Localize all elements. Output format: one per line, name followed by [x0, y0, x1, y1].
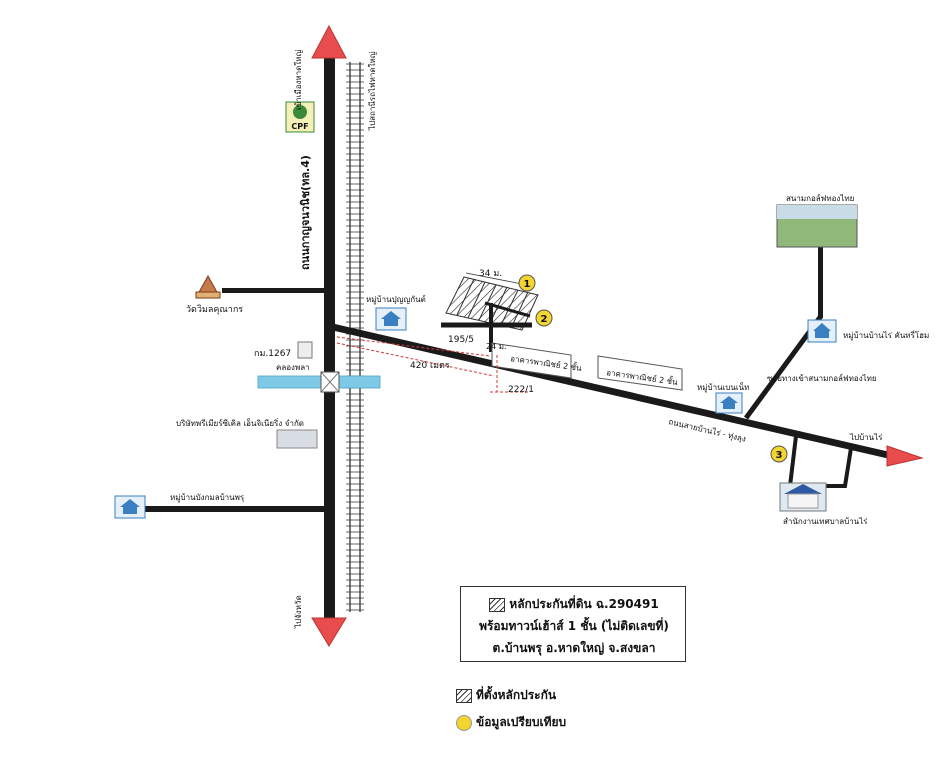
km-marker-label: กม.1267	[254, 349, 291, 359]
golf-course-label: สนามกอล์ฟทองไทย	[786, 193, 854, 203]
temple-road	[222, 288, 324, 293]
railway-north-label: ไปสถานีรถไฟหาดใหญ่	[368, 51, 377, 131]
village-icon-ban-rai-khanthong	[807, 319, 837, 343]
village-icon-punyakan	[375, 307, 407, 331]
marker-3-label: 3	[776, 450, 783, 461]
collateral-plot	[441, 276, 539, 352]
width-24-label: 24 ม.	[486, 342, 507, 351]
cpf-logo: CPF	[285, 101, 315, 133]
legend-line-2: พร้อมทาวน์เฮ้าส์ 1 ชั้น (ไม่ติดเลขที่)	[479, 619, 669, 633]
legend-line-3: ต.บ้านพรุ อ.หาดใหญ่ จ.สงขลา	[492, 641, 656, 655]
municipality-photo	[779, 482, 827, 512]
golf-course-photo	[776, 204, 858, 248]
comparison-marker-1	[518, 274, 536, 292]
canal-label: คลองพลา	[276, 363, 310, 372]
marker-1-label: 1	[524, 279, 531, 290]
width-34-label: 34 ม.	[479, 269, 502, 279]
to-north-label: เข้าเมืองหาดใหญ่	[294, 49, 303, 110]
village-ban-rai-khanthong-label: หมู่บ้านบ้านไร่ คันทรี่โฮม	[843, 329, 929, 341]
cpf-label: CPF	[291, 122, 308, 131]
legend-key-comparison: ข้อมูลเปรียบเทียบ	[456, 713, 566, 732]
width-34-dimension	[465, 272, 523, 285]
hatch-swatch-icon	[456, 688, 472, 703]
village-icon-bang-mak	[114, 495, 146, 519]
house-no-222-label: 222/1	[508, 385, 534, 395]
municipality-label: สำนักงานเทศบาลบ้านไร่	[783, 517, 868, 526]
to-south-label: ไปจังหวัด	[294, 595, 303, 629]
commercial-building-1	[491, 342, 572, 379]
km-marker-icon	[297, 341, 313, 359]
marker-2-label: 2	[541, 314, 548, 325]
company-photo	[276, 429, 318, 449]
temple-label: วัดวิมลคุณากร	[186, 304, 243, 315]
golf-course-road	[818, 246, 823, 318]
distance-420-dimension	[336, 342, 495, 377]
south-arrow-icon	[311, 617, 347, 647]
distance-420-label: 420 เมตร	[410, 361, 450, 371]
commercial-building-2	[597, 355, 683, 391]
ban-rai-arrow-icon	[886, 445, 924, 467]
hatch-swatch-icon	[489, 597, 506, 612]
bang-mak-road	[145, 506, 325, 512]
village-icon-bennet	[715, 392, 743, 414]
golf-road-label: ซอยทางเข้าสนามกอล์ฟทองไทย	[767, 373, 877, 383]
company-label: บริษัทพรีเมียร์ซีเคิล เอ็นจิเนียริ่ง จำก…	[176, 417, 304, 428]
to-ban-rai-label: ไปบ้านไร่	[849, 433, 883, 442]
village-bennet-label: หมู่บ้านเบนเน็ท	[697, 382, 749, 393]
comparison-marker-3	[770, 445, 788, 463]
highway-name-label: ถนนกาญจนวนิช(ทล.4)	[299, 155, 312, 270]
house-no-195-label: 195/5	[448, 335, 474, 345]
yellow-dot-icon	[456, 714, 472, 731]
temple-icon	[195, 274, 221, 299]
village-bang-mak-label: หมู่บ้านบังกมลบ้านพรุ	[170, 493, 245, 503]
legend-line-1: หลักประกันที่ดิน ฉ.290491	[461, 595, 687, 614]
north-arrow-icon	[311, 24, 347, 59]
canal	[257, 375, 381, 389]
village-punyakan-label: หมู่บ้านปุญญกันต์	[366, 294, 426, 305]
legend-key-collateral: ที่ตั้งหลักประกัน	[456, 686, 556, 705]
ban-rai-road	[335, 324, 890, 459]
comparison-marker-2	[535, 309, 553, 327]
legend-box: หลักประกันที่ดิน ฉ.290491 พร้อมทาวน์เฮ้า…	[460, 586, 686, 662]
highway-road	[324, 55, 335, 621]
